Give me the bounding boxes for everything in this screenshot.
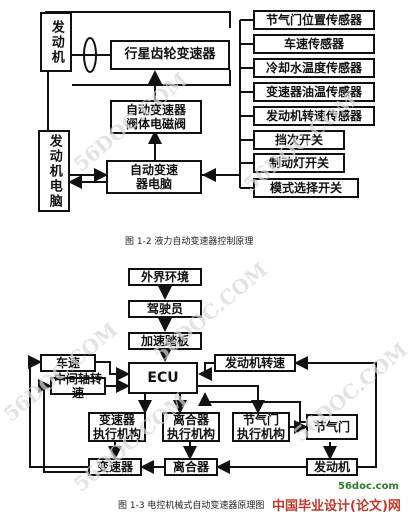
- sensor-oil-temp: 变速器油温传感器: [253, 82, 375, 102]
- throttle-actuator-box: 节气门 执行机构: [232, 412, 290, 442]
- transmission-label: 变速器: [96, 459, 133, 474]
- engine-speed-box: 发动机转速: [214, 354, 296, 372]
- sensor-engine-speed: 发动机转速传感器: [253, 106, 375, 126]
- engine-ecu-box: 发动机电脑: [38, 130, 70, 212]
- driver-label: 驾驶员: [146, 301, 183, 316]
- logo-url: 56doc.com: [338, 481, 399, 492]
- figure-1-caption: 图 1-2 液力自动变速器控制原理: [125, 237, 254, 247]
- transmission-ecu-box: 自动变速 器电脑: [106, 160, 202, 194]
- engine-label-2: 发动机: [313, 459, 350, 474]
- sensor-label: 挡次开关: [274, 132, 323, 147]
- ecu-box: ECU: [128, 362, 198, 394]
- clutch-actuator-box: 离合器 执行机构: [162, 412, 220, 442]
- trans-actuator-label: 变速器 执行机构: [92, 412, 141, 441]
- pedal-box: 加速踏板: [128, 332, 202, 350]
- environment-box: 外界环境: [128, 268, 202, 286]
- throttle-actuator-label: 节气门 执行机构: [236, 412, 285, 441]
- clutch-label: 离合器: [172, 459, 209, 474]
- sensor-label: 变速器油温传感器: [265, 84, 362, 99]
- switch-brake-light: 制动灯开关: [253, 153, 345, 173]
- figure-2-caption: 图 1-3 电控机械式自动变速器原理图: [118, 501, 265, 511]
- sensor-coolant-temp: 冷却水温度传感器: [253, 58, 375, 78]
- figure-2-connectors: [28, 286, 377, 474]
- sensor-label: 冷却水温度传感器: [265, 60, 362, 75]
- sensor-label: 节气门位置传感器: [265, 12, 362, 27]
- engine-speed-label: 发动机转速: [224, 355, 285, 370]
- valve-solenoid-label: 自动变速器 阀体电磁阀: [125, 102, 186, 131]
- switch-mode-select: 模式选择开关: [253, 178, 359, 198]
- sensor-label: 模式选择开关: [269, 180, 342, 195]
- trans-actuator-box: 变速器 执行机构: [88, 412, 146, 442]
- throttle-box: 节气门: [306, 414, 358, 440]
- sensor-label: 发动机转速传感器: [265, 108, 362, 123]
- planetary-gearbox-label: 行星齿轮变速器: [124, 47, 216, 63]
- engine-label: 发动机: [48, 19, 64, 65]
- planetary-gearbox-box: 行星齿轮变速器: [110, 40, 230, 70]
- switch-gear: 挡次开关: [253, 130, 345, 150]
- outer-frame-top: [45, 11, 231, 28]
- driver-box: 驾驶员: [128, 300, 202, 318]
- figure-2: 外界环境 驾驶员 加速踏板 车速 中间轴转速 ECU 发动机转速 变速器 执行机…: [0, 262, 417, 514]
- mid-shaft-label: 中间轴转速: [53, 371, 102, 400]
- transmission-ecu-label: 自动变速 器电脑: [129, 162, 178, 191]
- clutch-box: 离合器: [164, 458, 218, 476]
- site-logo: 中国毕业设计(论文)网: [272, 499, 401, 514]
- speed-label: 车速: [55, 355, 80, 370]
- engine-box-2: 发动机: [306, 458, 358, 476]
- figure-1: 发动机 行星齿轮变速器 自动变速器 阀体电磁阀 自动变速 器电脑 发动机电脑 节…: [0, 0, 417, 250]
- speed-box: 车速: [40, 354, 96, 372]
- mid-shaft-box: 中间轴转速: [50, 372, 106, 400]
- pedal-label: 加速踏板: [140, 333, 189, 348]
- sensor-label: 车速传感器: [283, 36, 344, 51]
- ecu-label: ECU: [147, 369, 179, 386]
- engine-box: 发动机: [40, 12, 72, 72]
- sensor-throttle-position: 节气门位置传感器: [253, 10, 375, 30]
- environment-label: 外界环境: [140, 269, 189, 284]
- sensor-label: 制动灯开关: [268, 155, 329, 170]
- figure-1-connectors: [45, 11, 253, 189]
- clutch-actuator-label: 离合器 执行机构: [166, 412, 215, 441]
- transmission-box: 变速器: [88, 458, 142, 476]
- engine-ecu-label: 发动机电脑: [46, 133, 62, 209]
- sensor-vehicle-speed: 车速传感器: [253, 34, 375, 54]
- valve-solenoid-box: 自动变速器 阀体电磁阀: [110, 100, 202, 134]
- throttle-label: 节气门: [313, 419, 350, 434]
